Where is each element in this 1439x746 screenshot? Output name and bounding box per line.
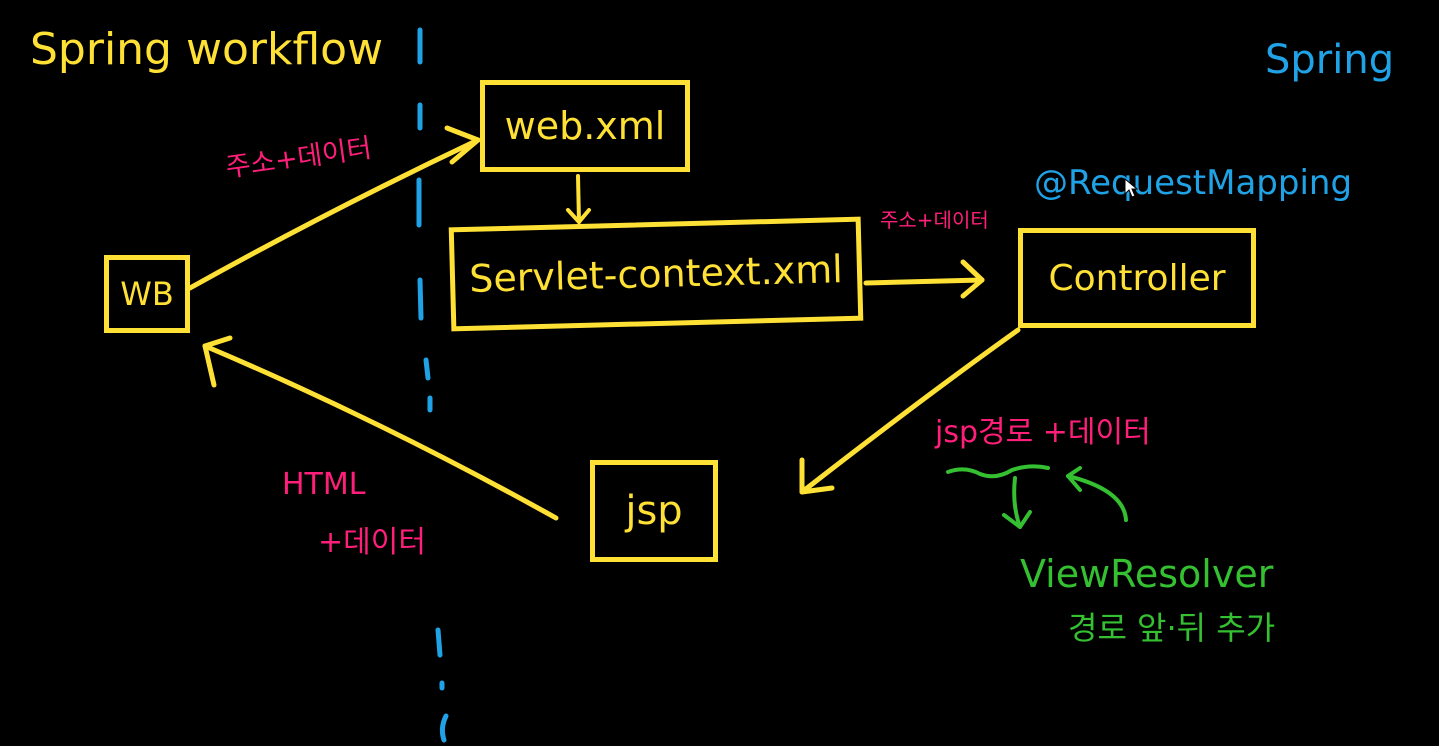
box-wb: WB — [104, 255, 190, 333]
arrow-controller-to-jsp — [799, 327, 1021, 495]
box-servlet-context: Servlet-context.xml — [448, 216, 864, 332]
view-resolver-label: ViewResolver — [1020, 552, 1274, 596]
box-web-xml: web.xml — [480, 80, 690, 172]
mouse-pointer-icon — [1124, 178, 1138, 198]
arrow-jsp-to-wb — [202, 335, 559, 521]
request-mapping-label: @RequestMapping — [1034, 163, 1353, 203]
label-jsp-path-data: jsp경로 +데이터 — [935, 415, 1151, 450]
view-resolver-note: 경로 앞·뒤 추가 — [1068, 609, 1276, 647]
box-controller: Controller — [1018, 228, 1256, 328]
divider-line — [416, 27, 449, 743]
label-plus-data: +데이터 — [318, 525, 426, 560]
viewresolver-arrows — [946, 464, 1128, 529]
label-html: HTML — [282, 467, 366, 502]
arrow-servlet-to-controller — [863, 259, 985, 299]
spring-label: Spring — [1265, 37, 1395, 83]
diagram-title: Spring workflow — [30, 24, 384, 75]
arrow-webxml-to-servlet — [566, 174, 591, 224]
arrow-wb-to-webxml — [187, 125, 481, 291]
label-address-data-controller: 주소+데이터 — [880, 208, 989, 232]
box-jsp: jsp — [590, 460, 718, 562]
